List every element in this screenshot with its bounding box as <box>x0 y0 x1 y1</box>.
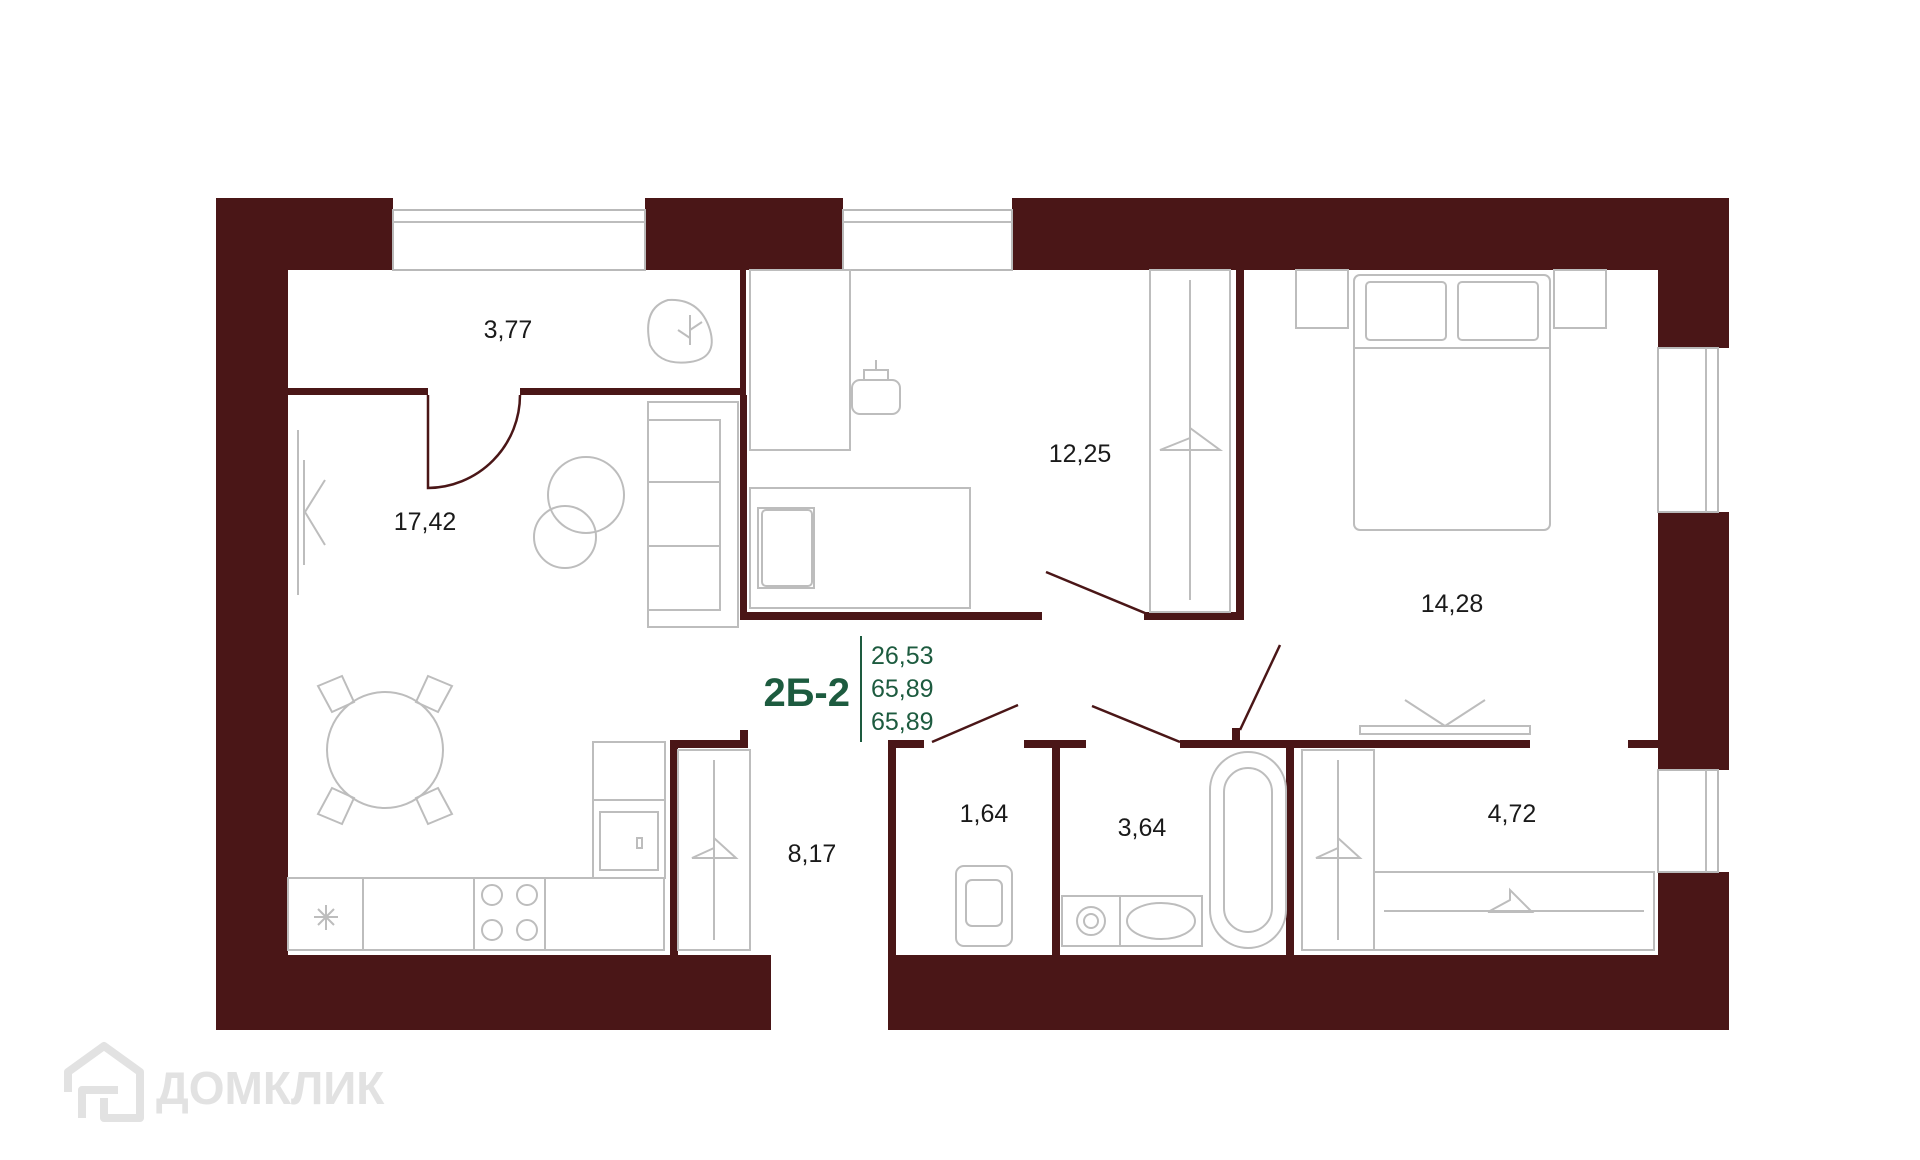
toilet-icon <box>955 865 1013 947</box>
area-kitchen-living: 17,42 <box>394 508 457 536</box>
hallway-wardrobe <box>677 749 751 951</box>
bathroom-sink <box>1119 895 1203 947</box>
door-bedroom-master <box>1238 644 1282 731</box>
window-right-upper <box>1657 347 1719 513</box>
area-toilet: 1,64 <box>960 800 1009 828</box>
nightstands <box>1295 269 1607 329</box>
table-icon <box>316 674 454 826</box>
coffee-tables <box>533 456 625 569</box>
outer-walls <box>216 198 1729 1030</box>
washing-machine-icon <box>1061 895 1121 947</box>
door-bedroom-small <box>1045 570 1146 615</box>
bathtub-icon <box>1209 751 1287 949</box>
tv-master <box>1359 699 1531 735</box>
wardrobe-small <box>1149 269 1231 613</box>
hanger-icon <box>1159 426 1224 451</box>
area-bedroom-small: 12,25 <box>1049 440 1112 468</box>
window-top-left <box>392 209 646 271</box>
area-bedroom-master: 14,28 <box>1421 590 1484 618</box>
area-bathroom: 3,64 <box>1118 814 1167 842</box>
bed-icon <box>749 487 971 609</box>
desk <box>749 269 851 451</box>
kitchen-counter <box>287 877 665 951</box>
watermark: ДОМКЛИК <box>64 1042 385 1122</box>
sink-icon <box>314 905 338 930</box>
stove-icon <box>481 884 538 941</box>
area-balcony: 3,77 <box>484 316 533 344</box>
unit-info: 2Б-2 26,53 65,89 65,89 <box>763 636 934 742</box>
interior-walls <box>288 270 1658 965</box>
area-wardrobe: 4,72 <box>1488 800 1537 828</box>
unit-total-area: 65,89 <box>871 675 934 703</box>
plant-icon <box>647 298 713 364</box>
fridge <box>592 741 666 879</box>
area-hallway: 8,17 <box>788 840 837 868</box>
windows <box>392 209 1719 873</box>
watermark-text: ДОМКЛИК <box>156 1062 385 1114</box>
tv-stand <box>297 430 326 595</box>
bed-master <box>1353 274 1551 531</box>
window-right-lower <box>1657 769 1719 873</box>
chair-icon <box>851 360 901 415</box>
door-toilet <box>931 703 1019 744</box>
unit-area-with-balcony: 65,89 <box>871 708 934 736</box>
door-bathroom <box>1091 704 1181 744</box>
sofa-icon <box>647 401 739 628</box>
window-top-middle <box>842 209 1013 271</box>
unit-code: 2Б-2 <box>763 671 850 715</box>
door-balcony <box>426 394 522 490</box>
doors <box>426 394 1282 744</box>
wardrobe-room-shelving <box>1301 749 1655 951</box>
unit-living-area: 26,53 <box>871 642 934 670</box>
house-icon <box>64 1042 144 1122</box>
